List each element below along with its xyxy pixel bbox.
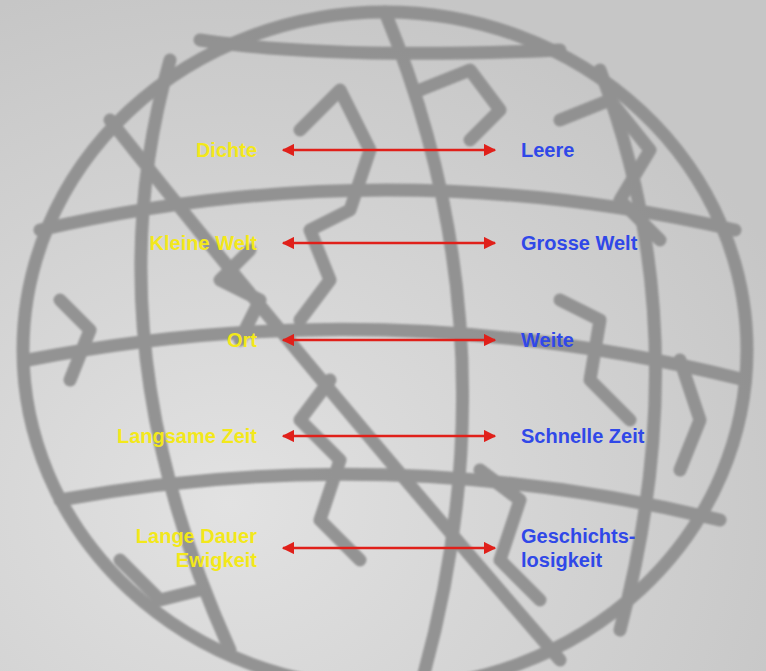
concept-text: Weite: [521, 328, 574, 352]
double-arrow: [283, 339, 495, 342]
concept-text: Geschichts- losigkeit: [521, 524, 643, 572]
concept-text: Grosse Welt: [521, 231, 637, 255]
double-arrow: [283, 149, 495, 152]
concept-label: Dichte: [196, 138, 283, 162]
concept-text: Dichte: [196, 138, 257, 162]
double-arrow: [283, 242, 495, 245]
concept-label: Langsame Zeit: [117, 424, 283, 448]
concept-label: Leere: [495, 138, 574, 162]
concept-label: Kleine Welt: [150, 231, 283, 255]
concept-label: Geschichts- losigkeit: [495, 524, 643, 572]
concept-label: Weite: [495, 328, 574, 352]
concept-label: Grosse Welt: [495, 231, 637, 255]
concept-label: Lange Dauer Ewigkeit: [107, 524, 283, 572]
double-arrow: [283, 547, 495, 550]
concept-text: Lange Dauer Ewigkeit: [107, 524, 257, 572]
concept-text: Kleine Welt: [150, 231, 257, 255]
concept-text: Ort: [227, 328, 257, 352]
concept-text: Leere: [521, 138, 574, 162]
concept-text: Langsame Zeit: [117, 424, 257, 448]
concept-text: Schnelle Zeit: [521, 424, 644, 448]
double-arrow: [283, 435, 495, 438]
concept-label: Schnelle Zeit: [495, 424, 644, 448]
concept-label: Ort: [227, 328, 283, 352]
